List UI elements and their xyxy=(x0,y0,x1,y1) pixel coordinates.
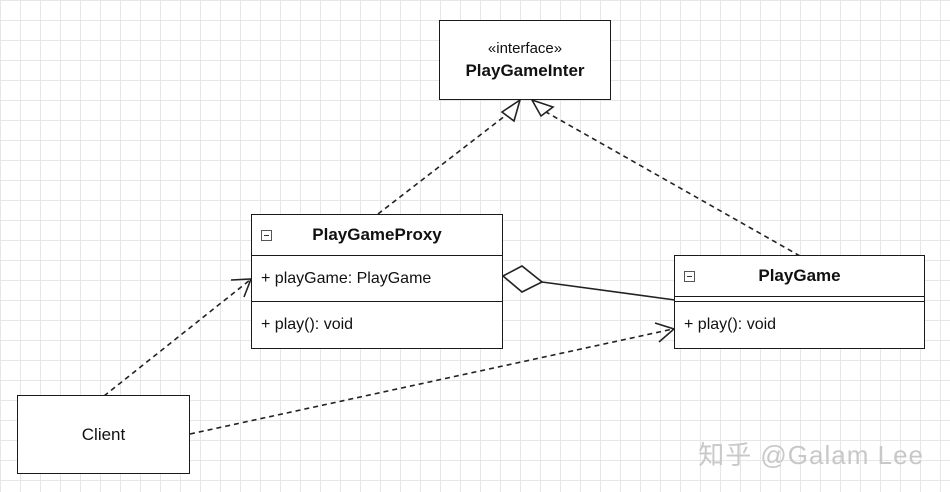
operation-play: + play(): void xyxy=(261,316,354,333)
dependency-client-to-proxy xyxy=(103,279,251,397)
class-playgameproxy[interactable]: PlayGameProxy + playGame: PlayGame + pla… xyxy=(251,214,503,349)
class-header: PlayGameProxy xyxy=(252,215,502,255)
attribute-playgame: + playGame: PlayGame xyxy=(261,269,432,287)
collapse-icon[interactable] xyxy=(261,229,272,241)
realization-arrowhead-left xyxy=(500,98,522,123)
realization-proxy-to-interface xyxy=(377,111,511,215)
dependency-client-to-playgame xyxy=(189,328,674,435)
class-name: PlayGameProxy xyxy=(312,225,442,244)
attribute-section: + playGame: PlayGame xyxy=(252,255,502,301)
realization-playgame-to-interface xyxy=(545,111,801,257)
interface-box[interactable]: «interface» PlayGameInter xyxy=(439,20,611,100)
operation-play: + play(): void xyxy=(684,315,777,333)
operation-section: + play(): void xyxy=(252,301,502,348)
interface-stereotype: «interface» xyxy=(487,39,563,57)
collapse-icon[interactable] xyxy=(684,270,695,282)
operation-section: + play(): void xyxy=(675,301,924,347)
client-box[interactable]: Client xyxy=(17,395,190,474)
class-header: PlayGame xyxy=(675,256,924,296)
realization-arrowhead-right xyxy=(530,98,555,118)
aggregation-line xyxy=(541,281,676,301)
class-playgame[interactable]: PlayGame + play(): void xyxy=(674,255,925,349)
class-name: PlayGame xyxy=(758,266,841,285)
interface-name: PlayGameInter xyxy=(465,60,585,80)
client-name: Client xyxy=(81,424,126,444)
attribute-section xyxy=(675,296,924,301)
watermark: 知乎 @Galam Lee xyxy=(698,440,924,470)
aggregation-diamond xyxy=(501,265,544,293)
